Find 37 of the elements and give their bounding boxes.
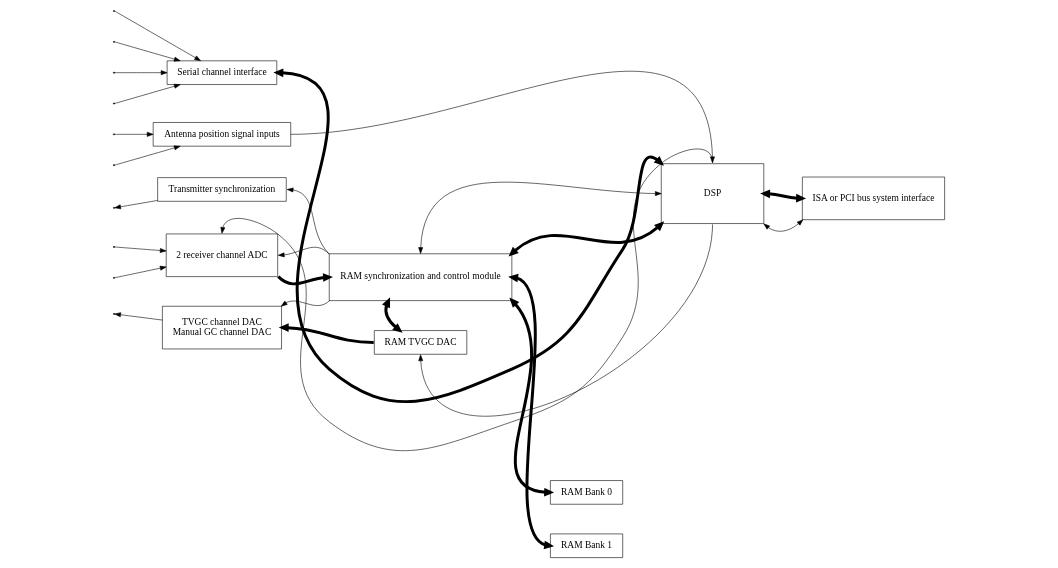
arrow — [508, 273, 555, 550]
node-box: DSP — [660, 163, 765, 224]
arrow — [114, 312, 163, 321]
arrow — [760, 189, 807, 203]
arrow — [114, 265, 167, 279]
arrow — [273, 68, 664, 403]
arrow — [220, 148, 713, 451]
arrow — [290, 71, 715, 164]
arrow — [509, 297, 555, 497]
arrow — [114, 83, 181, 104]
node-box: RAM Bank 1 — [550, 533, 623, 558]
arrow — [280, 300, 331, 307]
arrow — [277, 273, 333, 286]
node-box: RAM synchronization and control module — [328, 253, 513, 301]
arrow — [114, 200, 158, 210]
arrow — [114, 70, 168, 76]
node-box: Serial channel interface — [166, 60, 278, 85]
arrow — [382, 297, 403, 333]
node-box: Transmitter synchronization — [157, 177, 287, 202]
arrow — [114, 131, 154, 137]
node-box: TVGC channel DAC Manual GC channel DAC — [162, 305, 282, 350]
node-box: RAM Bank 0 — [550, 480, 623, 505]
arrow — [278, 246, 330, 258]
arrow — [114, 41, 181, 62]
arrow — [508, 221, 665, 257]
node-box: Antenna position signal inputs — [152, 122, 292, 147]
arrow — [418, 224, 713, 416]
arrow — [418, 181, 662, 254]
arrow — [763, 219, 804, 232]
arrow — [114, 246, 167, 253]
node-box: 2 receiver channel ADC — [165, 233, 278, 277]
arrow — [278, 323, 374, 344]
arrow — [114, 145, 181, 166]
node-box: RAM TVGC DAC — [374, 330, 468, 355]
arrow — [286, 187, 330, 255]
arrow — [114, 10, 201, 61]
node-box: ISA or PCI bus system interface — [802, 176, 945, 220]
